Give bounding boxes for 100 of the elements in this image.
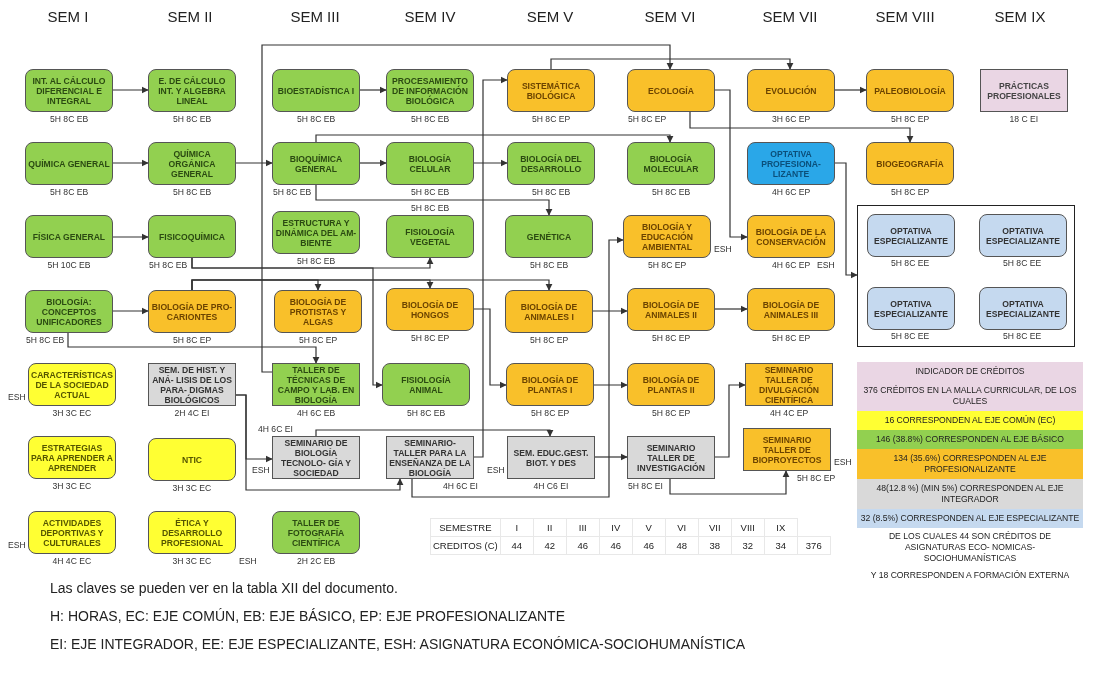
semester-heading: SEM III	[290, 8, 340, 25]
course-credits: 4H 4C EP	[770, 408, 809, 418]
course-credits: 5H 8C EB	[297, 256, 336, 266]
course-box	[272, 142, 360, 185]
course-box	[867, 214, 955, 257]
course-credits: 3H 6C EP	[772, 114, 811, 124]
course-name: TALLER DE FOTOGRAFÍA CIENTÍFICA	[286, 517, 346, 548]
course-credits: 5H 8C EB	[530, 260, 569, 270]
course-box	[386, 142, 474, 185]
course-box	[507, 69, 595, 112]
course-name: BIOQUÍMICA GENERAL	[288, 153, 344, 174]
course-name: ÉTICA Y DESARROLLO PROFESIONAL	[159, 517, 225, 548]
arrow	[315, 429, 554, 437]
table-cell: 44	[500, 536, 534, 555]
course-box	[507, 142, 595, 185]
course-credits: 5H 8C EE	[1003, 258, 1042, 268]
legend-note: Y 18 CORRESPONDEN A FORMACIÓN EXTERNA	[869, 569, 1071, 582]
arrow	[714, 305, 748, 313]
arrow	[473, 76, 508, 458]
table-cell: 42	[533, 536, 567, 555]
table-cell: III	[566, 518, 600, 537]
legend-row: 134 (35.6%) CORRESPONDEN AL EJE PROFESIONALIZANTE	[857, 449, 1083, 479]
course-credits: 5H 8C EP	[530, 335, 569, 345]
course-box	[747, 215, 835, 258]
course-box	[979, 214, 1067, 257]
arrow	[261, 44, 674, 373]
course-name: PRÁCTICAS PROFESIONALES	[986, 80, 1062, 101]
legend-note: DE LOS CUALES 44 SON CRÉDITOS DE ASIGNATURAS ECO- NOMICAS-SOCIOHUMANÍSTICAS	[887, 530, 1053, 565]
course-name: SEM. EDUC.GEST. BIOT. Y DES	[512, 447, 590, 468]
course-name: GENÉTICA	[526, 231, 572, 242]
table-cell: IX	[764, 518, 798, 537]
course-name: FISIOLOGÍA VEGETAL	[404, 226, 456, 247]
table-cell: 34	[764, 536, 798, 555]
note-text: EI: EJE INTEGRADOR, EE: EJE ESPECIALIZANTE, ESH: ASIGNATURA ECONÓMICA-SOCIOHUMANÍSTICA	[50, 636, 746, 652]
course-box	[148, 438, 236, 481]
course-credits: 5H 10C EB	[47, 260, 91, 270]
course-name: BIOLOGÍA DE PROTISTAS Y ALGAS	[288, 296, 348, 327]
course-credits: ESH	[8, 392, 26, 402]
arrow	[112, 86, 149, 94]
course-box	[979, 287, 1067, 330]
course-credits: 5H 8C EB	[652, 187, 691, 197]
course-name: ESTRUCTURA Y DINÁMICA DEL AM- BIENTE	[275, 217, 357, 248]
arrow	[359, 86, 387, 94]
arrow	[112, 307, 149, 315]
course-box	[866, 69, 954, 112]
arrow	[689, 111, 914, 143]
course-box	[272, 211, 360, 254]
arrow	[592, 307, 628, 315]
course-name: BIOLOGÍA MOLECULAR	[642, 153, 700, 174]
table-cell: SEMESTRE	[430, 518, 501, 537]
course-box	[627, 142, 715, 185]
table-cell: 46	[566, 536, 600, 555]
course-name: OPTATIVA PROFESIONA- LIZANTE	[760, 148, 822, 179]
course-name: BIOLOGÍA: CONCEPTOS UNIFICADORES	[35, 296, 103, 327]
course-name: OPTATIVA ESPECIALIZANTE	[873, 298, 949, 319]
course-box	[747, 142, 835, 185]
arrow	[191, 257, 383, 389]
course-box	[627, 288, 715, 331]
table-cell: CREDITOS (C)	[430, 536, 501, 555]
course-box	[25, 142, 113, 185]
course-box	[386, 288, 474, 331]
course-box	[627, 363, 715, 406]
semester-heading: SEM VI	[644, 8, 696, 25]
course-box	[382, 363, 470, 406]
course-name: EVOLUCIÓN	[765, 85, 817, 96]
semester-heading: SEM VII	[762, 8, 818, 25]
table-cell: VIII	[731, 518, 765, 537]
arrow	[191, 279, 553, 291]
course-name: BIOLOGÍA DE HONGOS	[400, 299, 460, 320]
course-credits: 5H 8C EB	[26, 335, 65, 345]
course-box	[386, 215, 474, 258]
semester-heading: SEM IX	[994, 8, 1046, 25]
table-cell: 38	[698, 536, 732, 555]
arrow	[669, 470, 790, 495]
arrow	[550, 58, 794, 70]
semester-heading: SEM IV	[404, 8, 456, 25]
course-credits: 4H 6C EP	[772, 187, 811, 197]
course-credits: 5H 8C EB	[173, 114, 212, 124]
course-credits: 5H 8C EB	[173, 187, 212, 197]
course-name: OPTATIVA ESPECIALIZANTE	[873, 225, 949, 246]
course-box	[866, 142, 954, 185]
course-name: ACTIVIDADES DEPORTIVAS Y CULTURALES	[39, 517, 105, 548]
course-credits: 5H 8C EE	[891, 258, 930, 268]
course-credits: ESH	[487, 465, 505, 475]
course-credits: 2H 2C EB	[297, 556, 336, 566]
course-name: BIOLOGÍA DEL DESARROLLO	[519, 153, 583, 174]
course-box	[272, 69, 360, 112]
legend-row: 48(12.8 %) (MIN 5%) CORRESPONDEN AL EJE INTEGRADOR	[857, 479, 1083, 509]
course-name: TALLER DE TÉCNICAS DE CAMPO Y LAB. EN BIOLOGÍA	[276, 364, 356, 405]
semester-heading: SEM I	[47, 8, 89, 25]
course-name: SISTEMÁTICA BIOLÓGICA	[520, 80, 582, 101]
course-credits: 5H 8C EP	[648, 260, 687, 270]
note-text: H: HORAS, EC: EJE COMÚN, EB: EJE BÁSICO, EP: EJE PROFESIONALIZANTE	[50, 608, 565, 624]
course-name: PROCESAMIENTO DE INFORMACIÓN BIOLÓGICA	[391, 75, 469, 106]
course-credits: 4H 6C EI	[258, 424, 293, 434]
course-credits: 5H 8C EB	[411, 187, 450, 197]
course-name: BIOLOGÍA DE ANIMALES III	[761, 299, 821, 320]
course-credits: ESH	[817, 260, 835, 270]
arrow	[593, 381, 628, 389]
course-name: FISICOQUÍMICA	[159, 231, 225, 242]
